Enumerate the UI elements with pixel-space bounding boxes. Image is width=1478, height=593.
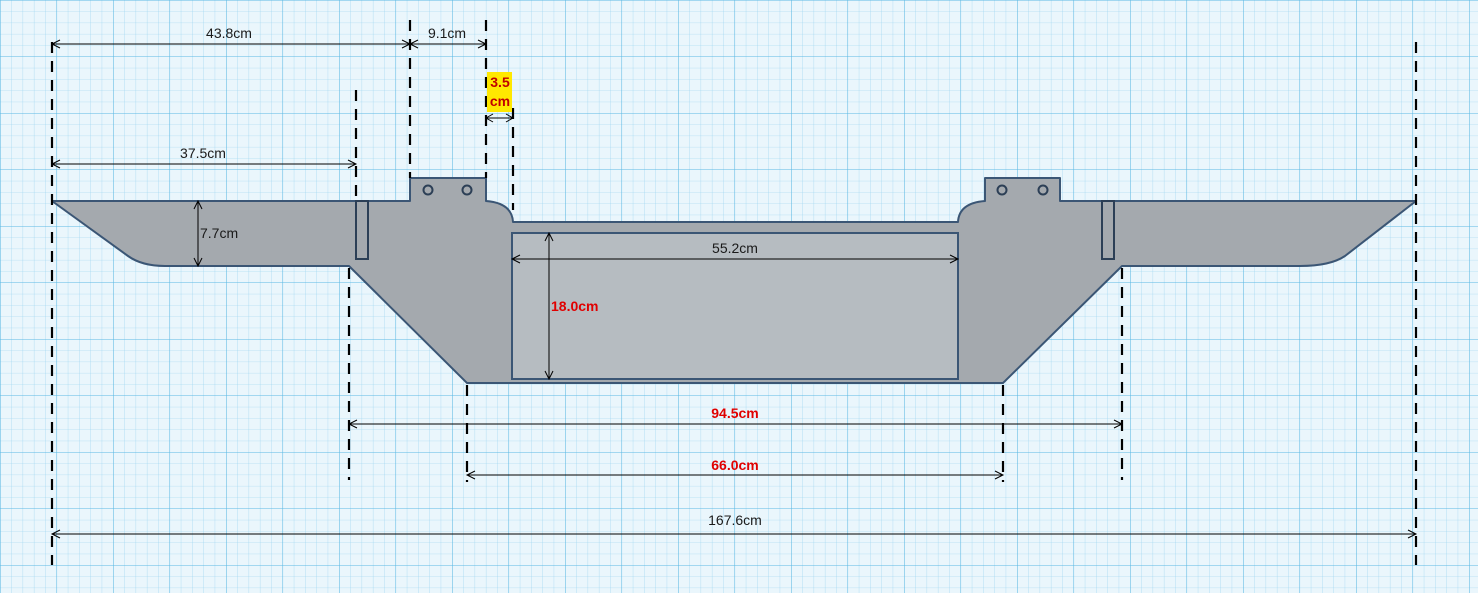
label-step-value: 3.5 [490, 74, 510, 90]
arrow [484, 113, 515, 123]
dimension-labels: 43.8cm 9.1cm 3.5 cm 37.5cm 7.7cm 55.2cm … [180, 25, 762, 528]
hole-left-2 [461, 184, 473, 196]
label-step-unit: cm [490, 93, 510, 109]
hole-left-1 [422, 184, 434, 196]
label-wing-thickness: 7.7cm [200, 225, 238, 241]
channel-inner [511, 232, 959, 380]
label-overall-width: 167.6cm [708, 512, 762, 528]
label-post-width: 9.1cm [428, 25, 466, 41]
right-slot [1101, 200, 1115, 260]
hole-right-2 [1037, 184, 1049, 196]
label-channel-width: 55.2cm [712, 240, 758, 256]
arrow [50, 529, 1418, 539]
hole-right-1 [996, 184, 1008, 196]
part-profile [51, 177, 1417, 384]
dimension-lines [50, 39, 1418, 539]
arrow [50, 159, 358, 169]
arrow [347, 419, 1124, 429]
arrow [408, 39, 488, 49]
label-wing-length: 37.5cm [180, 145, 226, 161]
label-base-top: 94.5cm [711, 405, 758, 421]
arrow [544, 231, 554, 381]
arrow [193, 199, 203, 268]
arrow [510, 254, 960, 264]
step-highlight-box [487, 72, 512, 112]
label-base-bottom: 66.0cm [711, 457, 758, 473]
extension-lines [50, 20, 1418, 565]
arrow [465, 470, 1005, 480]
label-channel-depth: 18.0cm [551, 298, 598, 314]
left-slot [355, 200, 369, 260]
label-left-to-post: 43.8cm [206, 25, 252, 41]
